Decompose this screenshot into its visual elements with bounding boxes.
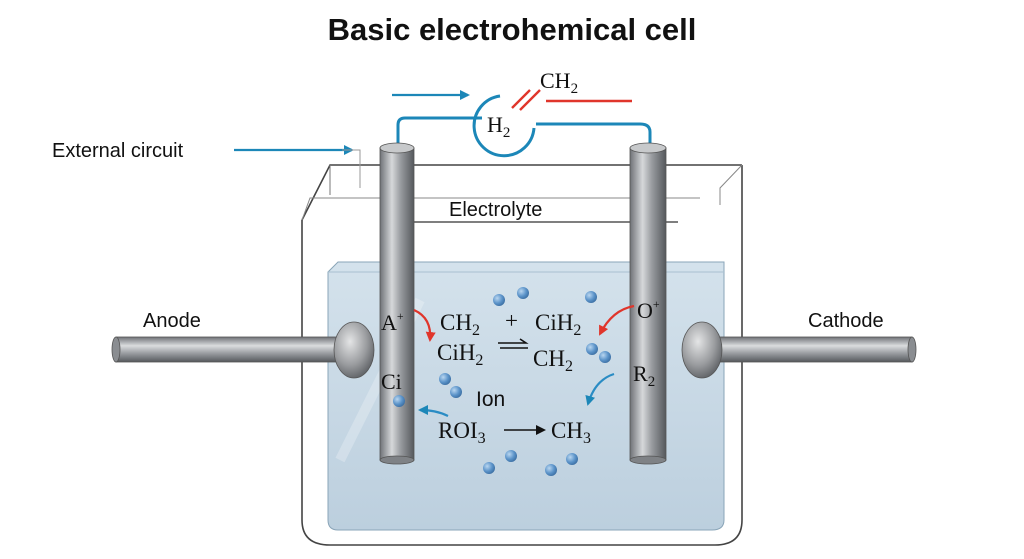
equation-2-right: CH2	[533, 346, 573, 375]
ci-label: Ci	[381, 369, 402, 394]
equation-1-right: CiH2	[535, 310, 581, 339]
container	[301, 164, 743, 546]
equation-3-right: CH3	[551, 418, 591, 447]
ion-particle	[393, 395, 405, 407]
anode-rod	[115, 336, 357, 363]
meter-inner-label: H2	[487, 112, 510, 141]
cathode-rod	[699, 336, 913, 363]
external-circuit-lead	[342, 149, 361, 188]
anode-seal	[333, 321, 375, 379]
external-circuit-label: External circuit	[52, 140, 184, 162]
equation-1-left: CH2	[440, 310, 480, 339]
external-wire	[396, 116, 652, 145]
ion-particle	[450, 386, 462, 398]
ion-particle	[517, 287, 529, 299]
r2-label: R2	[633, 361, 655, 390]
ion-label: Ion	[476, 388, 505, 411]
ion-particle	[439, 373, 451, 385]
anode-label: Anode	[143, 310, 201, 332]
anode-red-arrow	[413, 308, 436, 342]
ion-particle	[483, 462, 495, 474]
ion-particle	[545, 464, 557, 476]
anode-rod-end	[111, 336, 121, 363]
ion-particle	[493, 294, 505, 306]
ion-particle	[586, 343, 598, 355]
cathode-blue-arrow	[585, 372, 615, 406]
cathode-red-arrow	[599, 304, 635, 336]
meter-arc	[472, 94, 536, 158]
diagram-title: Basic electrohemical cell	[327, 12, 697, 47]
ion-particle	[599, 351, 611, 363]
anode-blue-arrow	[418, 405, 449, 417]
meter-top-label: CH2	[540, 68, 578, 97]
ion-particle	[505, 450, 517, 462]
ion-particles	[393, 287, 611, 476]
cathode-electrode	[629, 142, 667, 465]
electrolyte-label: Electrolyte	[449, 199, 542, 221]
cathode-seal	[681, 321, 723, 379]
cathode-rod-end	[907, 336, 917, 363]
red-dash-marks	[511, 89, 632, 111]
equation-3-left: ROI3	[438, 418, 486, 447]
ion-particle	[566, 453, 578, 465]
equation-1-plus: +	[505, 308, 518, 333]
cathode-ion-label: O+	[637, 297, 660, 323]
ion-particle	[585, 291, 597, 303]
anode-electrode	[379, 142, 415, 465]
equation-2-left: CiH2	[437, 340, 483, 369]
anode-ion-label: A+	[381, 309, 404, 335]
equilibrium-arrow	[498, 338, 529, 349]
cathode-label: Cathode	[808, 310, 884, 332]
